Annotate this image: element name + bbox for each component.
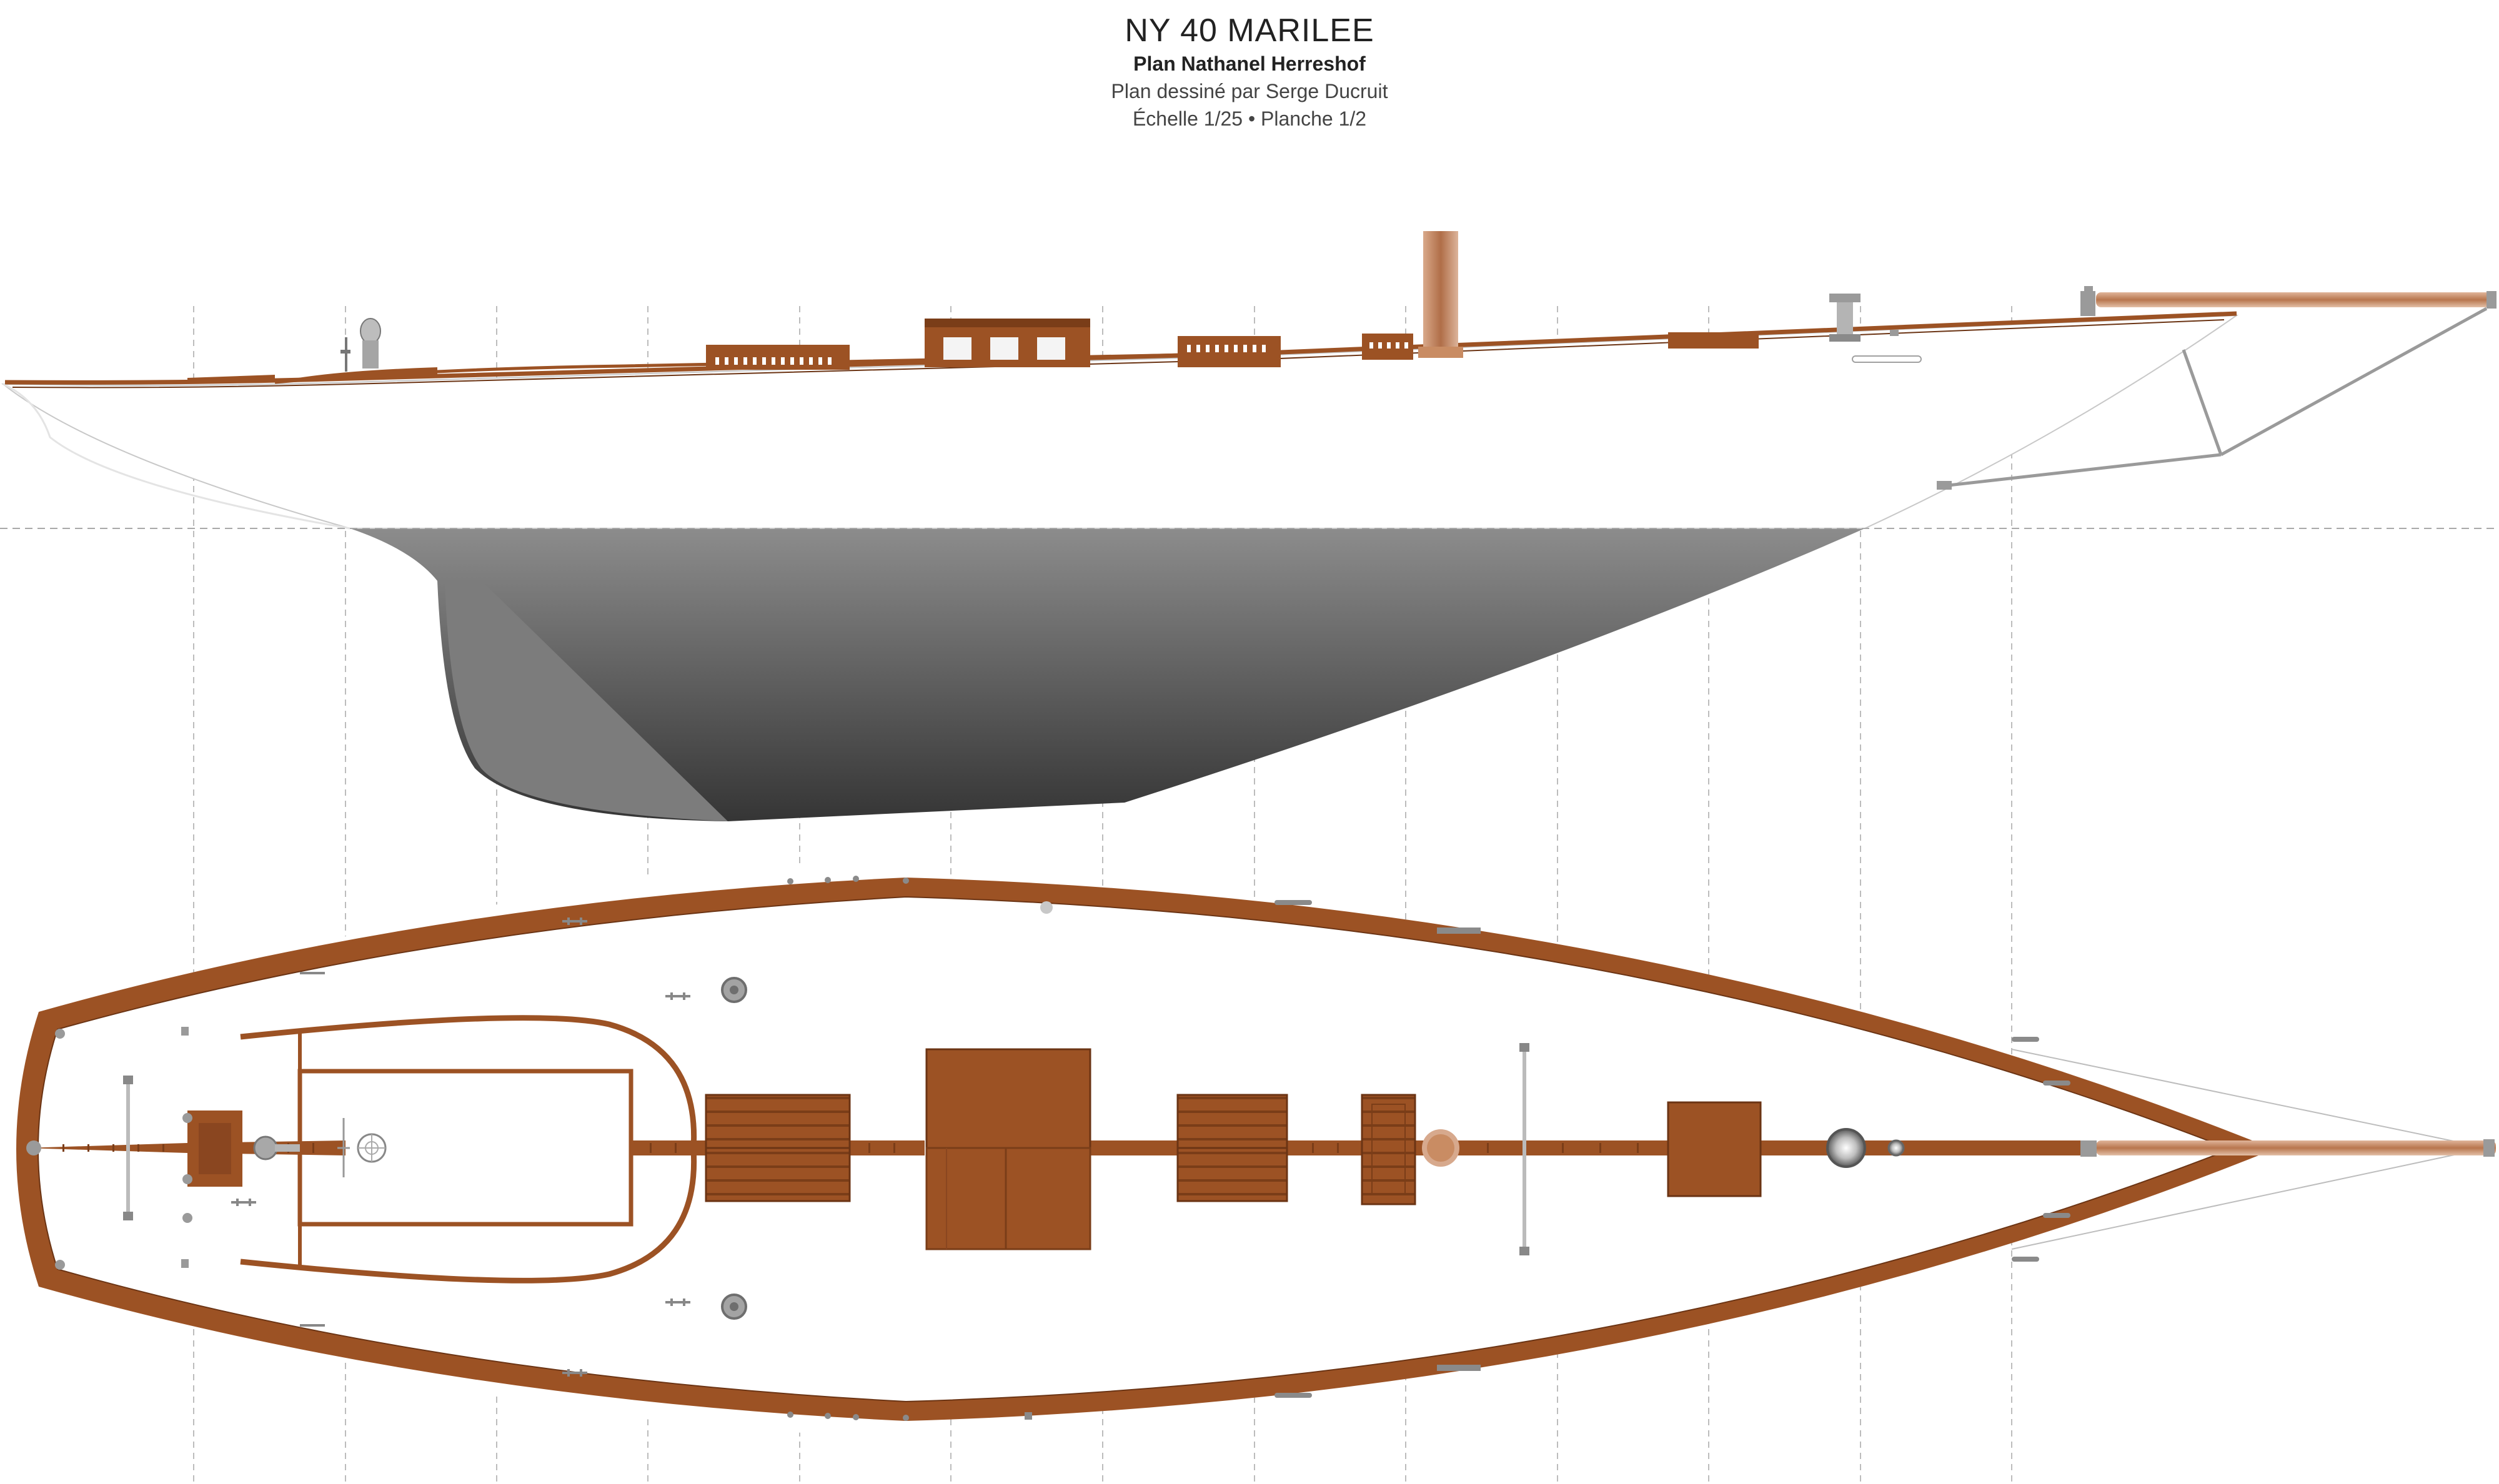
designer-credit: Plan Nathanel Herreshof: [1133, 52, 1366, 75]
tiller-icon: [337, 1118, 350, 1177]
bobstay-profile: [1942, 307, 2488, 488]
deckhouse-top: [927, 1049, 1090, 1249]
profile-view: [0, 231, 2499, 821]
deck-plan-view: [16, 866, 2496, 1433]
draughtsman-credit: Plan dessiné par Serge Ducruit: [1111, 80, 1388, 102]
title-block: NY 40 MARILEE Plan Nathanel Herreshof Pl…: [812, 11, 1687, 132]
plan-title: NY 40 MARILEE: [1125, 12, 1374, 49]
rail-fittings: [787, 876, 2070, 1421]
forward-traveller: [1519, 1043, 1529, 1255]
fore-hatch-profile: [1668, 332, 1759, 349]
keel-aft-panel: [445, 581, 728, 821]
binnacle-icon: [357, 1133, 387, 1163]
windlass-top-icon: [1826, 1128, 1905, 1168]
aft-cleats: [231, 918, 690, 1377]
fore-hatch-top: [1668, 1102, 1761, 1196]
cockpit-coaming: [240, 1015, 697, 1284]
bowsprit-top: [2096, 1140, 2496, 1155]
scale-and-sheet: Échelle 1/25 • Planche 1/2: [1132, 107, 1367, 130]
underbody: [350, 528, 1865, 821]
mast-profile: [1423, 231, 1458, 356]
bowsprit-profile: [2096, 292, 2496, 307]
windlass-profile: [1829, 294, 1861, 342]
sternpost-fitting-icon: [26, 1140, 41, 1155]
aft-cabin-profile: [706, 345, 850, 370]
aft-deck-fittings: [55, 1027, 192, 1270]
bowsprit-shrouds: [2011, 1049, 2487, 1250]
aft-traveller: [123, 1076, 133, 1220]
ventilator-profile: [340, 318, 381, 372]
topsides: [1, 314, 2239, 529]
winch-icon: [721, 977, 747, 1320]
skylight-top: [1362, 1095, 1415, 1204]
